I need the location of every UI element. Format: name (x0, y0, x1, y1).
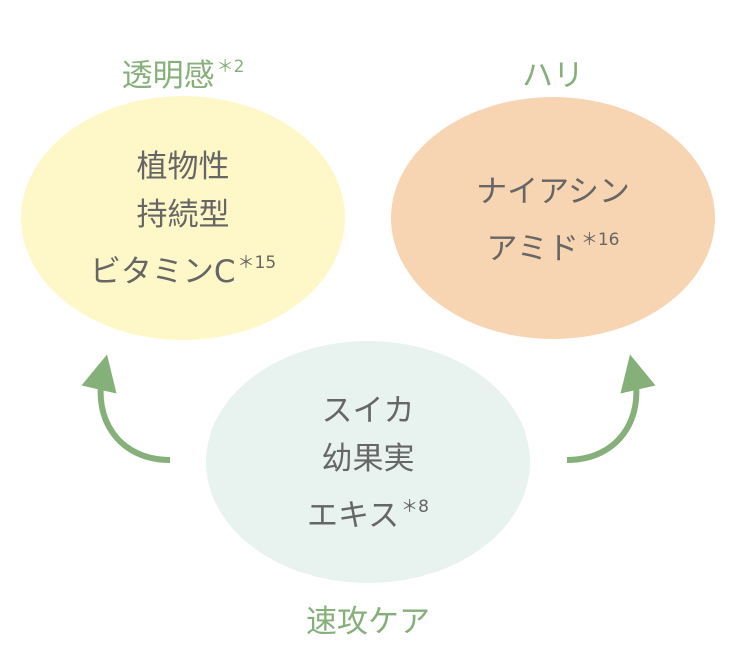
arrow-right-icon (566, 354, 656, 463)
ellipse-bottom (206, 341, 530, 583)
label-bottom: 速攻ケア (306, 604, 430, 640)
label-left: 透明感＊2 (121, 57, 245, 94)
text-left: 植物性 持続型 ビタミンC＊15 (89, 149, 277, 290)
ellipse-right (391, 97, 715, 339)
text-right: ナイアシン アミド＊16 (476, 174, 630, 267)
ellipse-left (21, 96, 345, 340)
label-right: ハリ (522, 58, 584, 94)
text-bottom: スイカ 幼果実 エキス＊8 (307, 393, 429, 534)
arrow-left-icon (81, 354, 171, 463)
